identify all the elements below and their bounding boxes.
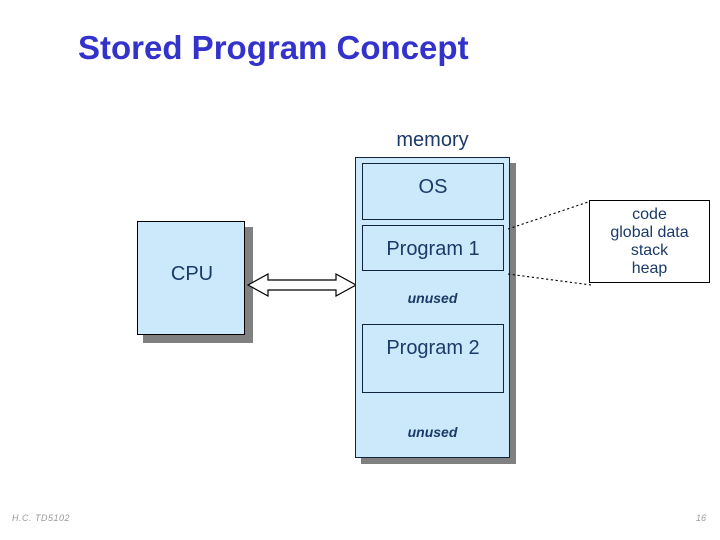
memory-segment-program-2: Program 2 xyxy=(362,324,504,393)
memory-segment-label: Program 2 xyxy=(386,337,480,359)
memory-segment-program-1: Program 1 xyxy=(362,225,504,271)
memory-segment-label: OS xyxy=(418,176,448,198)
callout-box: code global data stack heap xyxy=(589,200,710,283)
cpu-memory-bidirectional-arrow-icon xyxy=(246,272,358,298)
callout-text: code global data stack heap xyxy=(610,206,689,277)
memory-segment-unused-2: unused xyxy=(407,424,458,440)
footer-page-number: 16 xyxy=(695,513,706,523)
memory-segment-unused-1: unused xyxy=(407,290,458,306)
page-title: Stored Program Concept xyxy=(78,29,469,66)
memory-segment-label: Program 1 xyxy=(386,238,480,260)
memory-column: OS Program 1 unused Program 2 unused xyxy=(355,157,510,458)
cpu-label: CPU xyxy=(170,263,214,285)
cpu-box xyxy=(137,221,245,335)
memory-segment-os: OS xyxy=(362,163,504,220)
footer-course-label: H.C. TD5102 xyxy=(12,513,71,523)
memory-caption: memory xyxy=(396,129,469,151)
